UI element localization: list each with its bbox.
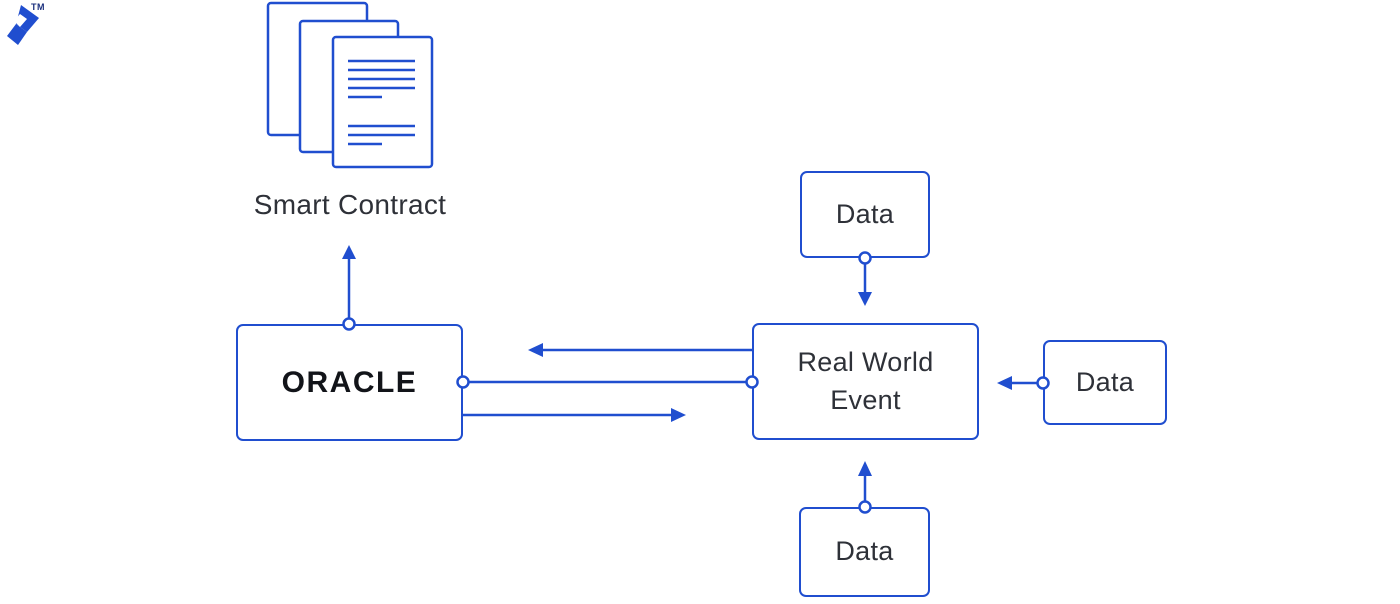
- data-top-label: Data: [835, 198, 895, 229]
- node-data-top: Data: [800, 171, 930, 258]
- arrow-data-bottom-to-event: [858, 461, 872, 502]
- arrowhead-left: [528, 343, 543, 357]
- oracle-label: ORACLE: [281, 365, 418, 399]
- node-data-bottom: Data: [799, 507, 930, 597]
- document-stack-icon: [266, 1, 434, 169]
- arrowhead-down: [858, 292, 872, 306]
- real-world-event-label: Real World Event: [797, 346, 934, 415]
- arrowhead-right: [671, 408, 686, 422]
- arrow-oracle-to-event: [463, 408, 686, 422]
- document-text-lines: [348, 59, 415, 146]
- data-right-label: Data: [1075, 366, 1135, 397]
- arrow-event-to-oracle: [528, 343, 752, 357]
- arrowhead-up: [342, 245, 356, 259]
- arrow-oracle-to-smart-contract: [342, 245, 356, 319]
- node-data-right: Data: [1043, 340, 1167, 425]
- trademark-label: TM: [31, 2, 45, 12]
- smart-contract-label: Smart Contract: [253, 189, 447, 220]
- node-real-world-event: Real World Event: [752, 323, 979, 440]
- arrowhead-up: [858, 461, 872, 476]
- arrow-data-right-to-event: [997, 376, 1038, 390]
- data-bottom-label: Data: [835, 536, 894, 567]
- arrow-data-top-to-event: [858, 263, 872, 306]
- node-oracle: ORACLE: [236, 324, 463, 441]
- arrowhead-left: [997, 376, 1012, 390]
